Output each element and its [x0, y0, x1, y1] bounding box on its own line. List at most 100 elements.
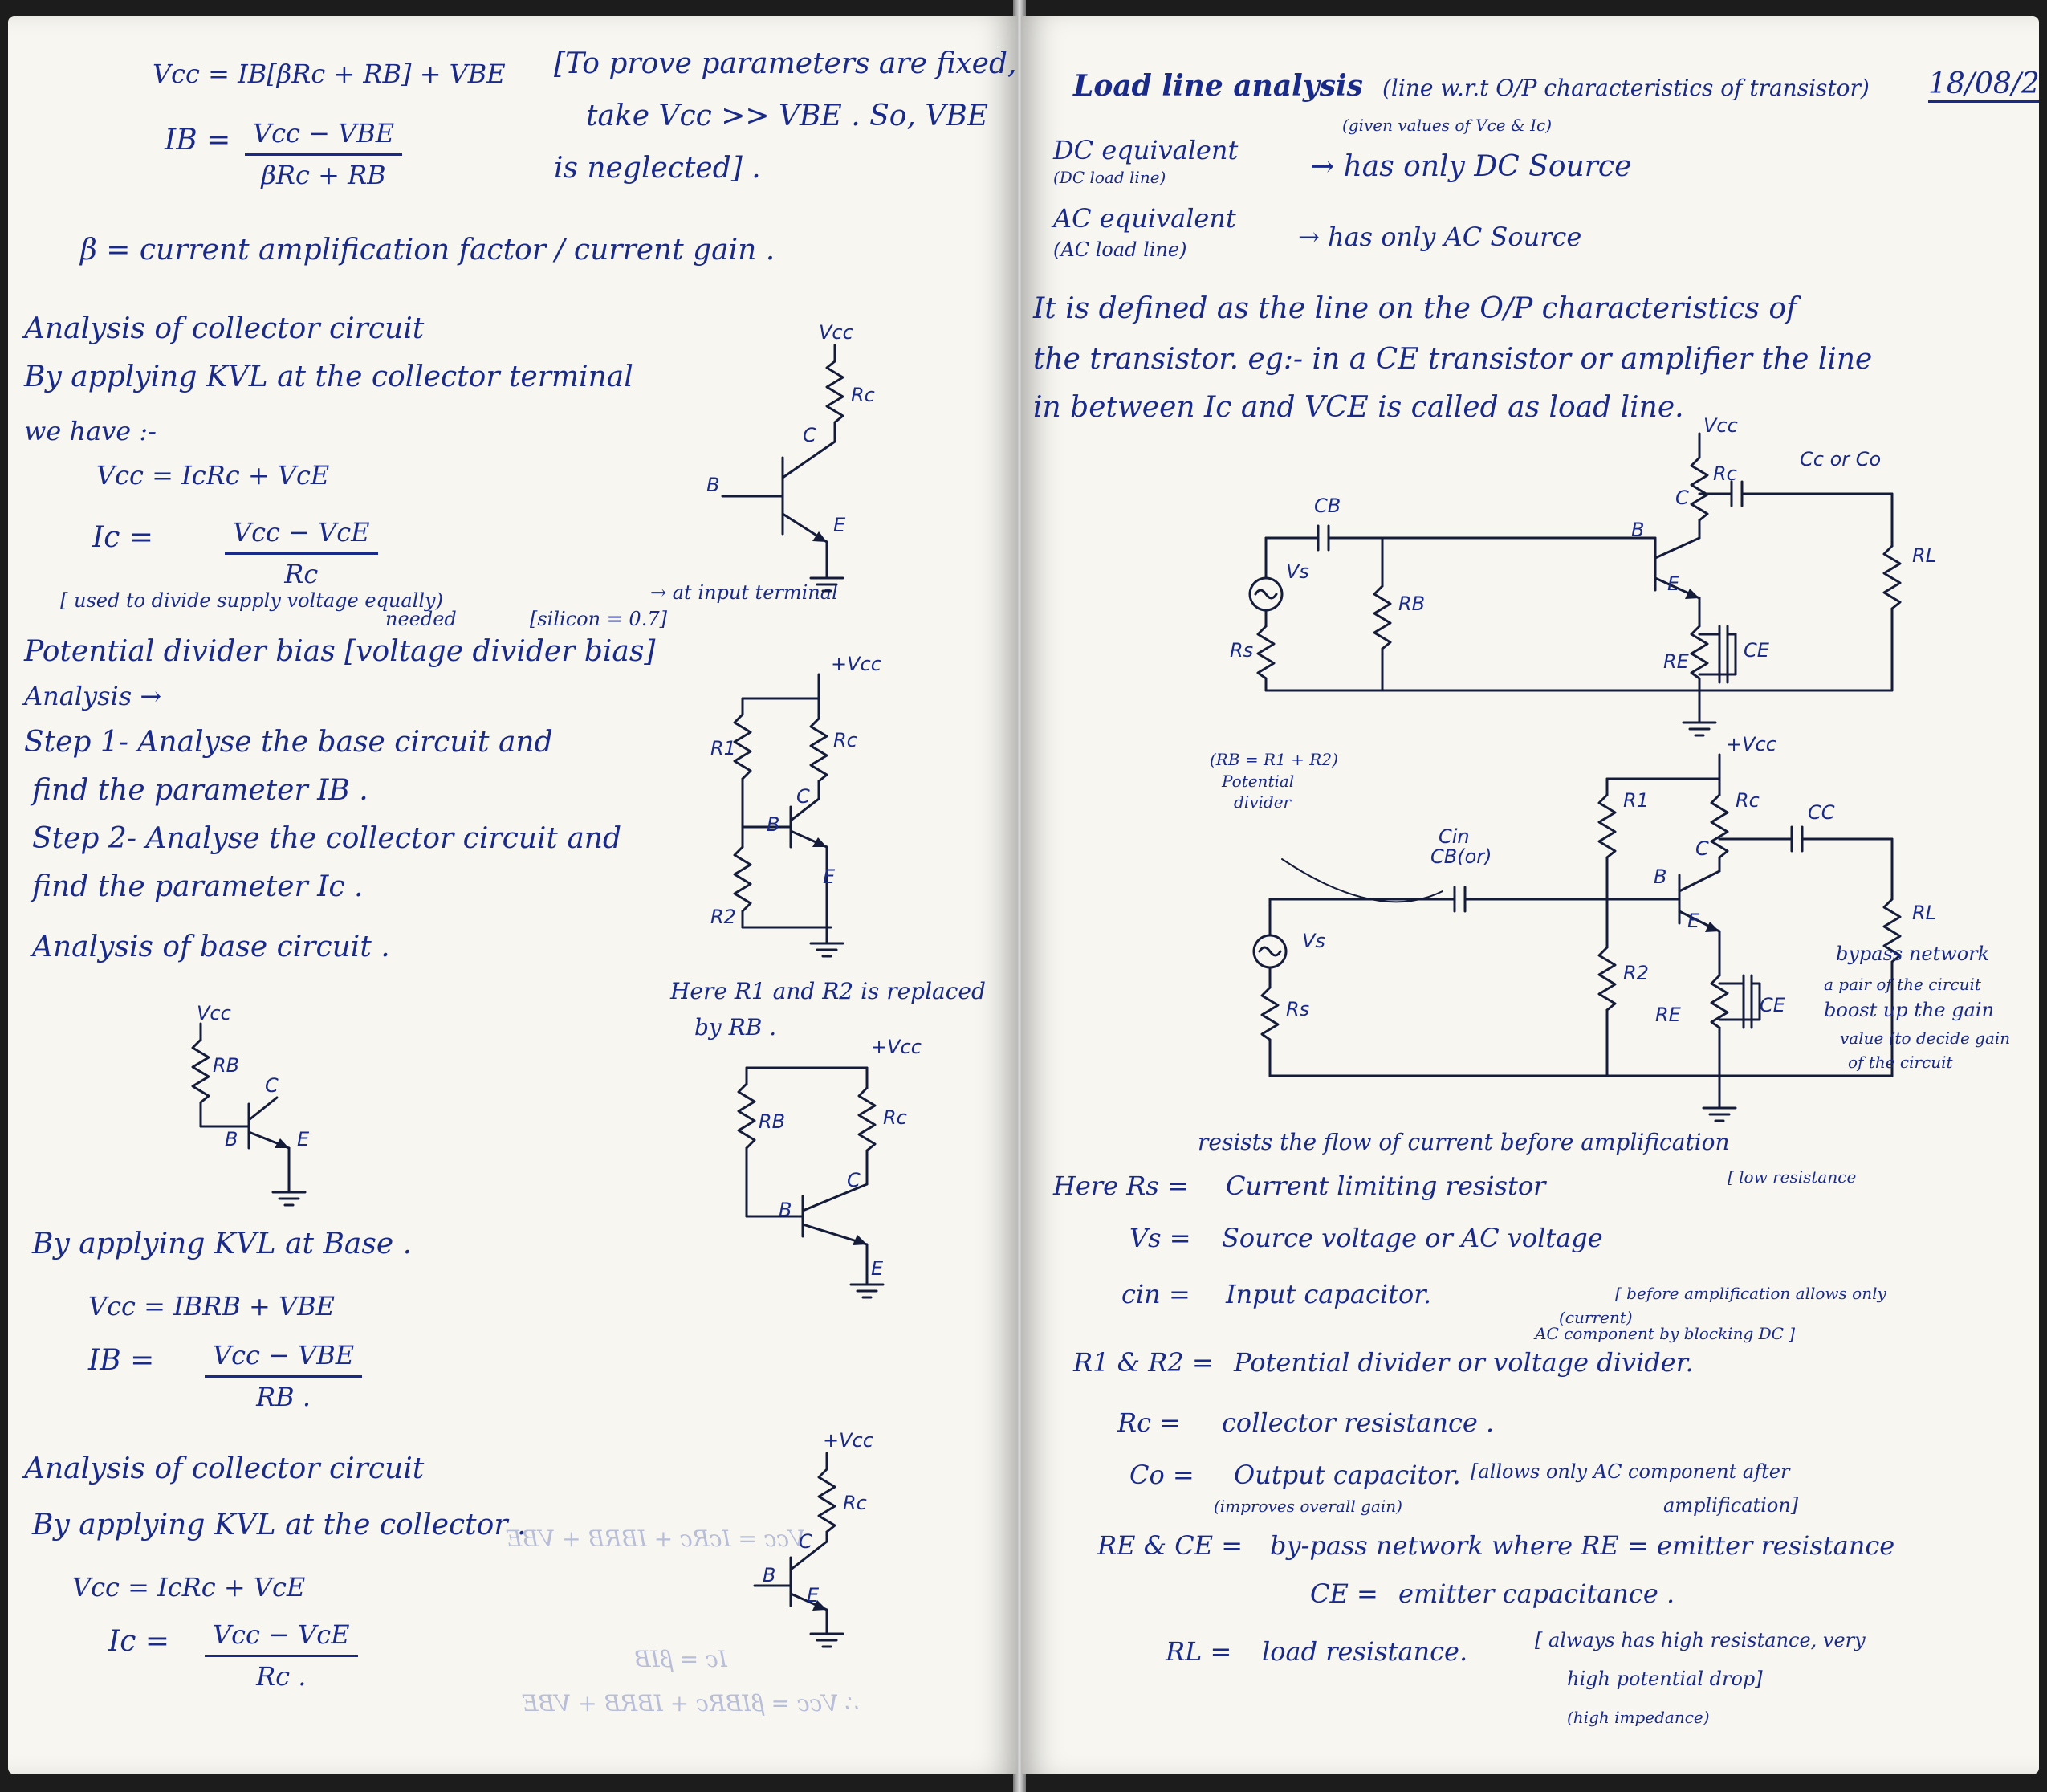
equation-ib-lhs: IB = — [165, 124, 231, 157]
circuit-ce-amplifier-diagram: Vcc Rc Cc or Co RL C B E CE RE CB RB Vs … — [1230, 414, 1936, 737]
note-cin: [ before amplification allows only — [1615, 1284, 1886, 1303]
label-plus-vcc: +Vcc — [831, 653, 881, 675]
note-prove-parameters: [To prove parameters are fixed, — [554, 47, 1017, 80]
label-b: B — [225, 1128, 238, 1151]
label-ce-def: CE = — [1310, 1578, 1378, 1609]
text-step-2: find the parameter Ic . — [32, 870, 364, 903]
label-rl: RL — [1912, 902, 1936, 924]
text-dc-desc: → has only DC Source — [1310, 150, 1632, 183]
note-dc-values: (given values of Vce & Ic) — [1342, 116, 1553, 135]
text-step-1: find the parameter IB . — [32, 774, 368, 807]
note-load-line: (line w.r.t O/P characteristics of trans… — [1382, 75, 1870, 101]
beta-definition: β = current amplification factor / curre… — [80, 234, 775, 267]
label-rb: RB — [1398, 593, 1425, 615]
label-ce: CE — [1744, 639, 1770, 662]
label-co-def: Co = — [1129, 1460, 1194, 1490]
fraction-ib: Vcc − VBE βRc + RB — [245, 119, 403, 190]
label-e: E — [823, 865, 836, 888]
label-r2: R2 — [710, 906, 736, 928]
fraction-numerator: Vcc − VBE — [245, 119, 403, 156]
label-rc: Rc — [1713, 462, 1737, 485]
label-b: B — [1654, 865, 1666, 888]
equation-vcc-ibrb: Vcc = IBRB + VBE — [88, 1291, 336, 1322]
right-page: 18/08/2 Load line analysis (line w.r.t O… — [1021, 16, 2039, 1774]
label-r1r2-def: R1 & R2 = — [1073, 1347, 1214, 1378]
label-vs: Vs — [1302, 930, 1325, 952]
note-prove-parameters: take Vcc >> VBE . So, VBE — [586, 100, 989, 132]
label-e: E — [871, 1257, 884, 1280]
note-co: (improves overall gain) — [1214, 1497, 1402, 1516]
label-c: C — [799, 1530, 812, 1553]
fraction-denominator: RB . — [256, 1381, 311, 1412]
heading-potential-divider-bias: Potential divider bias [voltage divider … — [24, 635, 656, 668]
label-b: B — [779, 1199, 792, 1221]
label-c: C — [1675, 487, 1689, 509]
show-through-text: Ic = βIB — [634, 1646, 727, 1672]
note-prove-parameters: is neglected] . — [554, 152, 761, 185]
label-r2: R2 — [1623, 962, 1649, 984]
label-plus-vcc: +Vcc — [823, 1429, 873, 1452]
circuit-ce-potential-divider-diagram: +Vcc R1 Rc CC RL C B E CE RE R2 Cin CB(o… — [1252, 733, 1936, 1122]
label-rc: Rc — [883, 1106, 907, 1129]
label-re: RE — [1655, 1004, 1682, 1026]
fraction-denominator: Rc . — [256, 1660, 307, 1692]
note-resists-flow: resists the flow of current before ampli… — [1198, 1129, 1730, 1155]
note-replaced-by-rb: Here R1 and R2 is replaced — [670, 978, 986, 1004]
label-e: E — [807, 1584, 820, 1607]
text-definition: in between Ic and VCE is called as load … — [1033, 391, 1684, 424]
text-r1r2-def: Potential divider or voltage divider. — [1234, 1347, 1694, 1378]
label-c: C — [796, 785, 810, 808]
label-rb: RB — [213, 1054, 239, 1077]
label-c: C — [847, 1169, 861, 1191]
text-kvl-collector-2: By applying KVL at the collector . — [32, 1509, 527, 1542]
label-rc-def: Rc = — [1117, 1407, 1181, 1438]
label-c: C — [265, 1074, 279, 1097]
note-replaced-by-rb: by RB . — [694, 1014, 777, 1041]
equation-vcc: Vcc = IB[βRc + RB] + VBE — [153, 59, 506, 89]
label-dc-equivalent: DC equivalent — [1053, 135, 1239, 165]
label-ac-equivalent: AC equivalent — [1053, 203, 1236, 234]
fraction-numerator: Vcc − VcE — [225, 518, 378, 555]
label-b: B — [767, 813, 779, 836]
label-e: E — [833, 514, 846, 536]
text-cin-def: Input capacitor. — [1226, 1279, 1432, 1309]
note-divider: divider — [1234, 792, 1292, 812]
label-cc-or-co: Cc or Co — [1800, 448, 1881, 470]
circuit-collector-diagram: Vcc Rc C B E — [706, 321, 875, 593]
note-potential: Potential — [1222, 772, 1295, 791]
circuit-collector-small-diagram: +Vcc Rc C B E — [753, 1429, 873, 1648]
note-rl: high potential drop] — [1567, 1668, 1763, 1690]
label-vcc: Vcc — [1703, 414, 1738, 437]
label-cc: CC — [1808, 801, 1835, 824]
fraction-ic2: Vcc − VcE Rc . — [205, 1620, 358, 1692]
label-e: E — [1687, 910, 1700, 932]
label-rs: Rs — [1230, 639, 1253, 662]
fraction-ic: Vcc − VcE Rc — [225, 518, 378, 589]
text-step-2: Step 2- Analyse the collector circuit an… — [32, 822, 622, 855]
fraction-ib2: Vcc − VBE RB . — [205, 1341, 363, 1412]
label-b: B — [763, 1564, 775, 1586]
circuit-base-diagram: Vcc RB C B E — [191, 1002, 310, 1207]
text-rs-def: Current limiting resistor — [1226, 1171, 1546, 1201]
text-ce-def: emitter capacitance . — [1398, 1578, 1675, 1609]
label-vs-def: Vs = — [1129, 1223, 1191, 1253]
text-step-1: Step 1- Analyse the base circuit and — [24, 726, 553, 759]
text-we-have: we have :- — [24, 416, 157, 446]
label-e: E — [297, 1128, 310, 1151]
text-co-def: Output capacitor. — [1234, 1460, 1461, 1490]
label-rl: RL — [1912, 544, 1936, 567]
note-bypass: boost up the gain — [1824, 999, 1995, 1021]
equation-vcc-icrc: Vcc = IcRc + VcE — [96, 460, 330, 491]
note-rs-low-resistance: [ low resistance — [1728, 1167, 1857, 1187]
label-rl-def: RL = — [1166, 1636, 1232, 1667]
label-c: C — [1695, 837, 1709, 860]
equation-ib2-lhs: IB = — [88, 1344, 155, 1377]
label-re-ce-def: RE & CE = — [1097, 1530, 1243, 1561]
note-co: amplification] — [1663, 1494, 1799, 1517]
label-vs: Vs — [1286, 560, 1309, 583]
fraction-numerator: Vcc − VBE — [205, 1341, 363, 1378]
note-used-to-divide: [ used to divide supply voltage equally) — [60, 589, 443, 612]
text-kvl-collector: By applying KVL at the collector termina… — [24, 360, 633, 393]
label-re: RE — [1663, 650, 1690, 673]
note-co: [allows only AC component after — [1471, 1460, 1790, 1483]
